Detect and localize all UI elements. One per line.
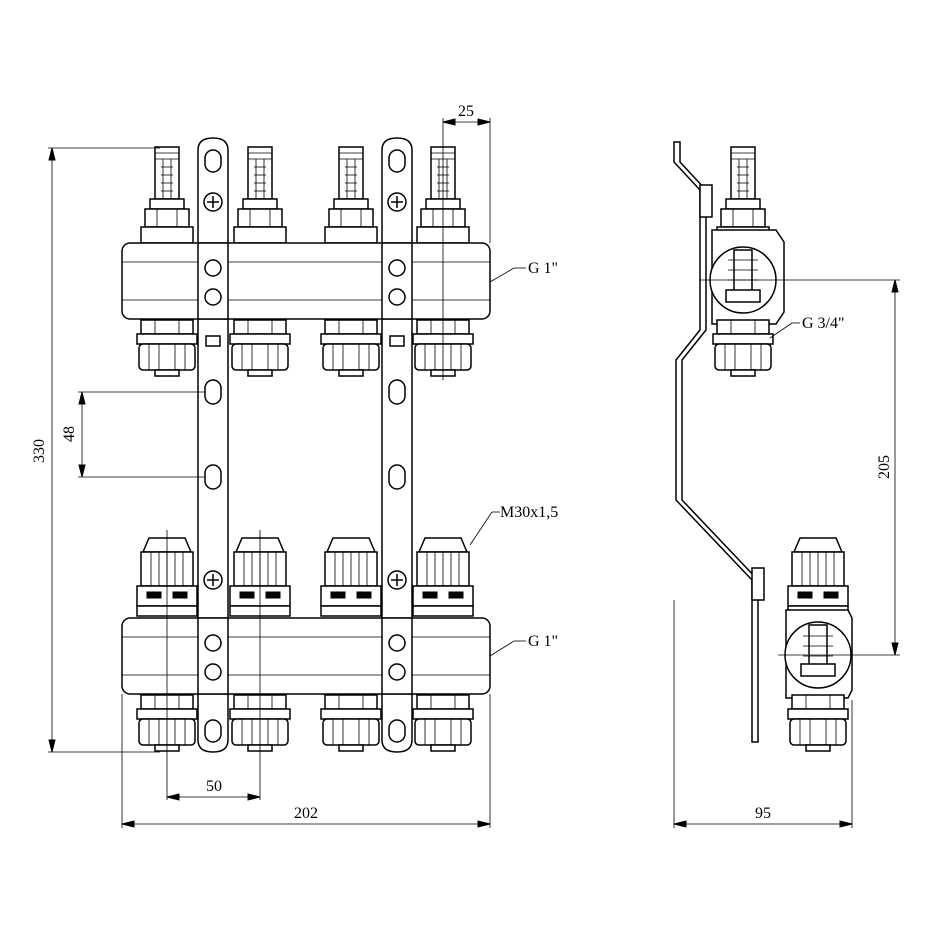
label-supply-thread-text: G 1" <box>528 260 558 277</box>
return-manifold <box>121 617 491 695</box>
dimension-hole-spacing-text: 48 <box>61 426 78 442</box>
label-actuator-thread: M30x1,5 <box>469 504 558 546</box>
side-view: 205 95 G 3/4" <box>673 141 900 828</box>
dimension-depth-text: 95 <box>755 805 771 822</box>
dimension-width: 202 <box>121 694 491 828</box>
front-view: 330 48 25 50 <box>31 103 558 828</box>
supply-manifold <box>121 242 491 320</box>
label-outlet-thread-text: G 3/4" <box>802 315 845 332</box>
dimension-axis-distance-text: 205 <box>876 455 893 479</box>
flowmeters <box>140 146 470 244</box>
side-bracket <box>673 141 765 743</box>
dimension-axis-distance: 205 <box>876 279 899 656</box>
side-return-body <box>784 609 853 699</box>
dimension-height: 330 <box>31 147 160 753</box>
dimension-depth: 95 <box>673 600 853 828</box>
dimension-width-text: 202 <box>294 805 318 822</box>
dimension-outlet-offset: 25 <box>442 103 491 243</box>
thermostatic-valves <box>136 537 474 617</box>
label-return-thread: G 1" <box>489 633 558 657</box>
return-outlet-fittings <box>136 694 474 752</box>
label-outlet-thread: G 3/4" <box>769 315 845 339</box>
dimension-outlet-pitch: 50 <box>166 778 261 801</box>
dimension-outlet-offset-text: 25 <box>458 103 474 120</box>
dimension-height-text: 330 <box>31 439 48 463</box>
dimension-hole-spacing: 48 <box>61 391 205 478</box>
supply-outlet-fittings <box>136 319 474 377</box>
dimension-outlet-pitch-text: 50 <box>206 778 222 795</box>
side-supply-body <box>709 229 785 325</box>
label-return-thread-text: G 1" <box>528 633 558 650</box>
label-supply-thread: G 1" <box>489 260 558 283</box>
label-actuator-thread-text: M30x1,5 <box>500 504 558 521</box>
